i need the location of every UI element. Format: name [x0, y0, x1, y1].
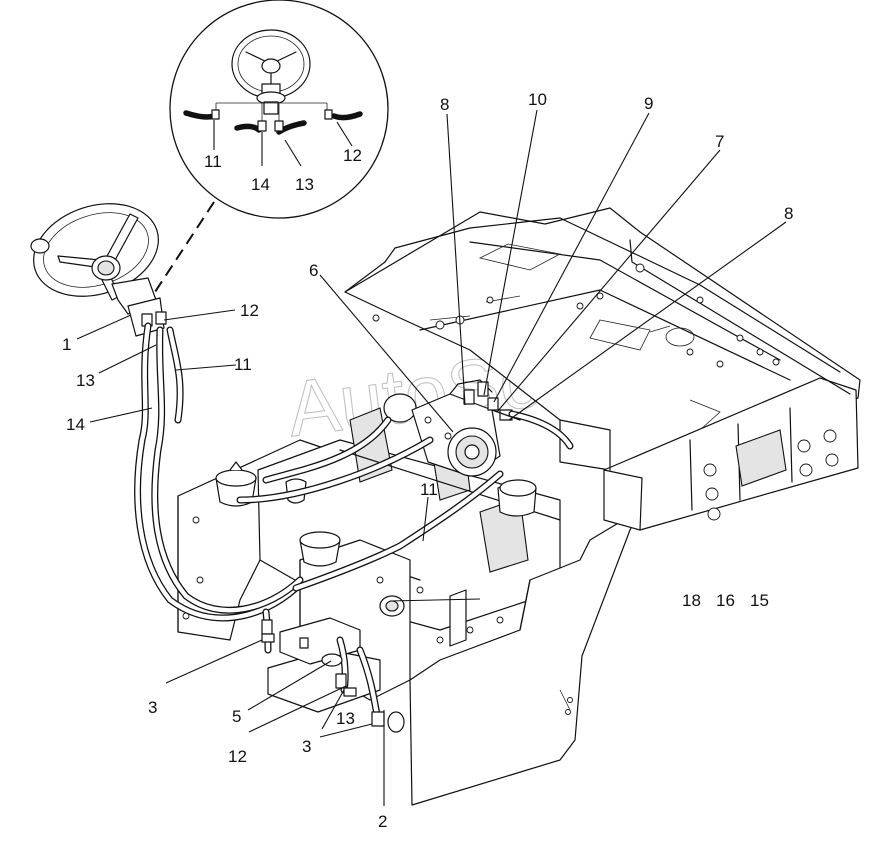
label-12-lower: 12	[228, 747, 247, 766]
label-13-lower: 13	[336, 709, 355, 728]
label-14: 14	[66, 415, 85, 434]
label-16: 16	[716, 591, 735, 610]
label-10: 10	[528, 90, 547, 109]
label-8-top: 8	[440, 95, 449, 114]
callout-labels: 8 10 9 7 8 6 12 1 13 11 14 11 18 16 15 3…	[62, 90, 793, 831]
label-12-upper: 12	[240, 301, 259, 320]
label-8-right: 8	[784, 204, 793, 223]
label-inset-13: 13	[295, 175, 314, 194]
label-15: 15	[750, 591, 769, 610]
label-5: 5	[232, 707, 241, 726]
label-1: 1	[62, 335, 71, 354]
label-7: 7	[715, 132, 724, 151]
leader-lines	[76, 109, 787, 806]
label-9: 9	[644, 94, 653, 113]
label-3-lower: 3	[302, 737, 311, 756]
label-6: 6	[309, 261, 318, 280]
label-inset-14: 14	[251, 175, 270, 194]
label-2: 2	[378, 812, 387, 831]
label-inset-11: 11	[204, 152, 222, 171]
inset-connector	[154, 201, 215, 293]
label-inset-12: 12	[343, 146, 362, 165]
frame	[177, 207, 861, 806]
label-13-upper: 13	[76, 371, 95, 390]
label-11-center: 11	[420, 480, 438, 499]
inset-detail: 11 14 13 12	[169, 0, 389, 219]
steering-wheel	[30, 203, 167, 337]
label-3-left: 3	[148, 698, 157, 717]
label-11-upper: 11	[234, 355, 252, 374]
hydraulic-hoses	[134, 322, 574, 724]
label-18: 18	[682, 591, 701, 610]
